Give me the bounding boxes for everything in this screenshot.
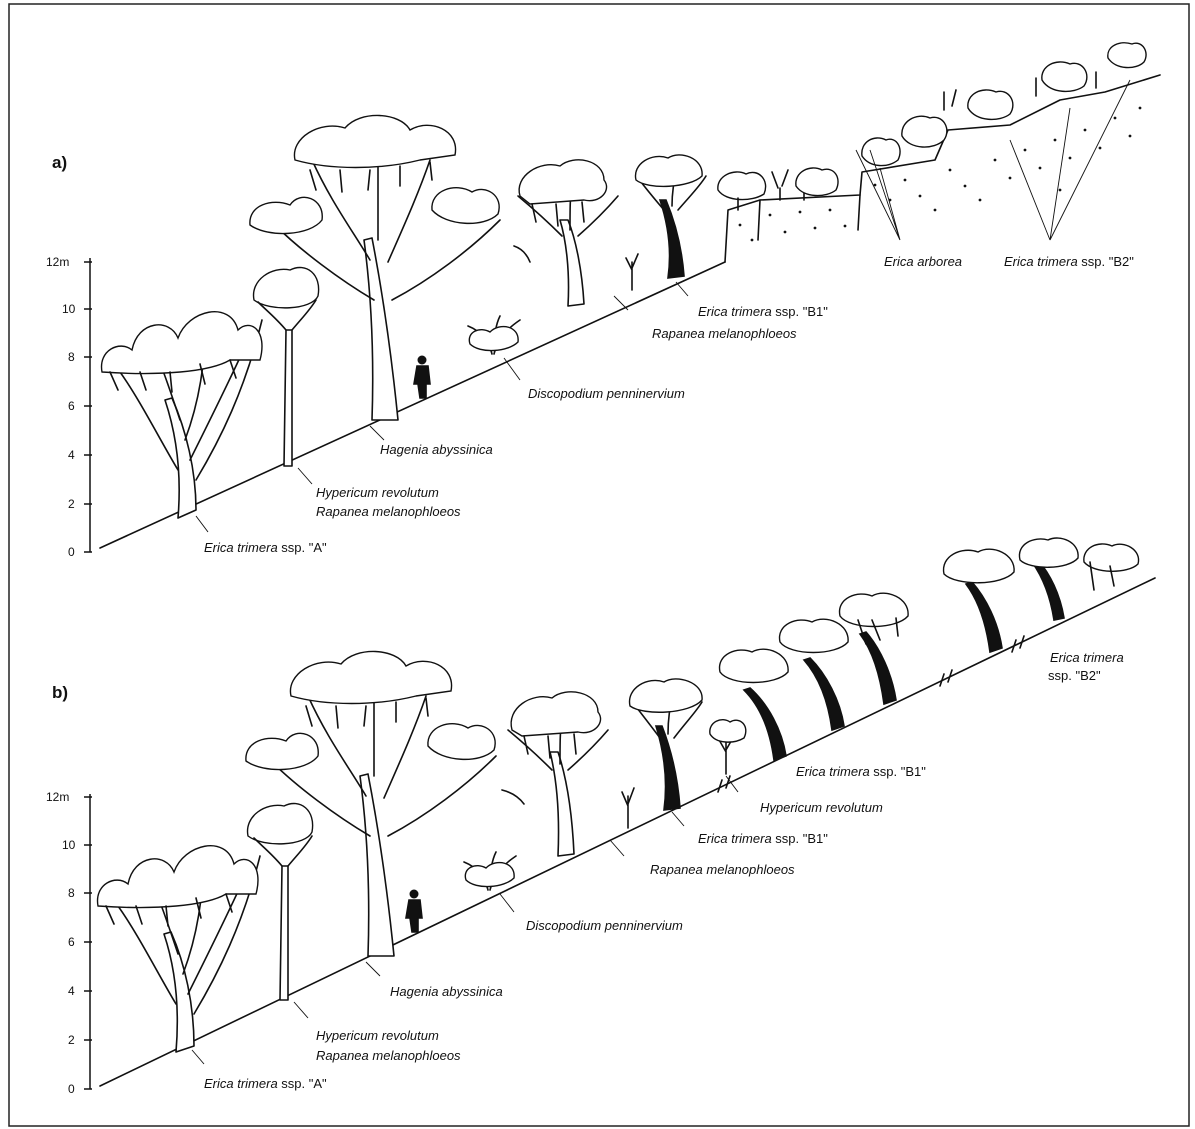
panel-b-label-erica-b2-line2: ssp. "B2" [1048, 668, 1101, 683]
panel-b-label-rapanea-2: Rapanea melanophloeos [650, 862, 795, 877]
panel-b-tick-2: 2 [68, 1033, 75, 1047]
panel-b-label-rapanea-1: Rapanea melanophloeos [316, 1048, 461, 1063]
panel-b-label-hagenia: Hagenia abyssinica [390, 984, 503, 999]
panel-b-label-erica-a: Erica trimera ssp. "A" [204, 1076, 327, 1091]
panel-a-label-erica-a: Erica trimera ssp. "A" [204, 540, 327, 555]
panel-a-tick-6: 6 [68, 399, 75, 413]
panel-a-label-discopodium: Discopodium penninervium [528, 386, 685, 401]
panel-a-label-erica-arborea: Erica arborea [884, 254, 962, 269]
panel-a-label-erica-b1: Erica trimera ssp. "B1" [698, 304, 828, 319]
panel-a-label-hagenia: Hagenia abyssinica [380, 442, 493, 457]
panel-b-tick-0: 0 [68, 1082, 75, 1096]
panel-a-tick-0: 0 [68, 545, 75, 559]
panel-a-tick-2: 2 [68, 497, 75, 511]
panel-a-label-rapanea-2: Rapanea melanophloeos [652, 326, 797, 341]
panel-b-letter: b) [52, 683, 68, 702]
panel-b-label-discopodium: Discopodium penninervium [526, 918, 683, 933]
panel-a-letter: a) [52, 153, 67, 172]
panel-b-label-erica-b1-low: Erica trimera ssp. "B1" [698, 831, 828, 846]
panel-b-label-hypericum-2: Hypericum revolutum [760, 800, 883, 815]
panel-b-tick-4: 4 [68, 984, 75, 998]
panel-b-tick-12: 12m [46, 790, 69, 804]
panel-b-tick-6: 6 [68, 935, 75, 949]
panel-a-label-erica-b2: Erica trimera ssp. "B2" [1004, 254, 1134, 269]
panel-b-label-erica-b2-line1: Erica trimera [1050, 650, 1124, 665]
panel-a-tick-8: 8 [68, 350, 75, 364]
panel-a-label-hypericum: Hypericum revolutum [316, 485, 439, 500]
panel-b-label-hypericum: Hypericum revolutum [316, 1028, 439, 1043]
panel-b-tick-8: 8 [68, 886, 75, 900]
panel-b-label-erica-b1-high: Erica trimera ssp. "B1" [796, 764, 926, 779]
panel-a-tick-12: 12m [46, 255, 69, 269]
panel-b-tick-10: 10 [62, 838, 76, 852]
panel-a-tick-10: 10 [62, 302, 76, 316]
panel-a-label-rapanea-1: Rapanea melanophloeos [316, 504, 461, 519]
panel-a-tick-4: 4 [68, 448, 75, 462]
